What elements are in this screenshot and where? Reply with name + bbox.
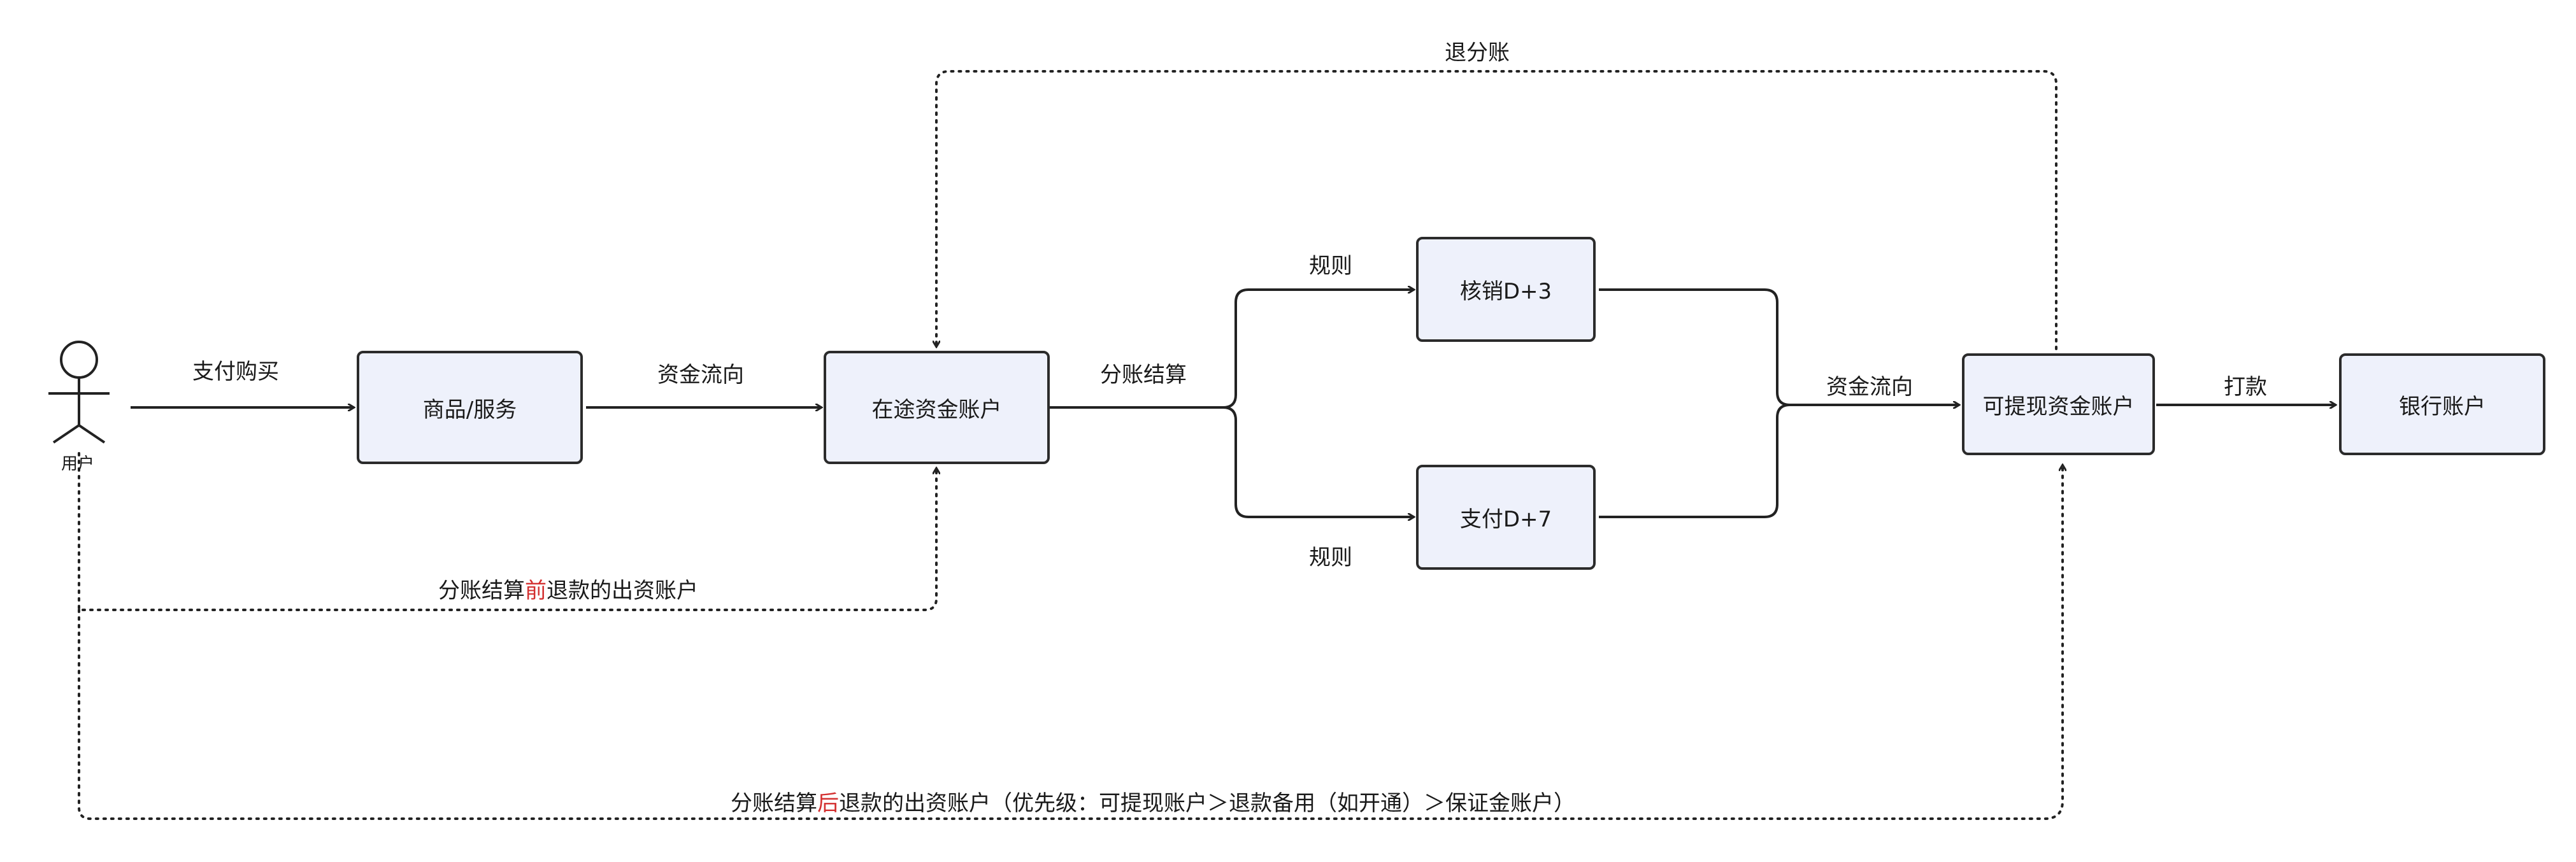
edge-merge-bottom [1599,404,1791,518]
label-rule-bottom: 规则 [1309,545,1352,570]
label-pay-buy: 支付购买 [192,359,279,385]
actor-label: 用户 [61,455,95,474]
label-refund-after-pre: 分账结算 [731,791,817,816]
label-payout: 打款 [2224,374,2267,400]
label-refund-after: 分账结算后退款的出资账户（优先级：可提现账户＞退款备用（如开通）＞保证金账户） [731,786,1575,817]
edge-refund-before [78,452,936,611]
label-refund-before-post: 退款的出资账户 [547,578,698,604]
label-flow1: 资金流向 [657,362,744,388]
label-refund-after-post: 退款的出资账户（优先级：可提现账户＞退款备用（如开通）＞保证金账户） [839,791,1575,816]
label-rule-top: 规则 [1309,253,1352,279]
label-refund-before-highlight: 前 [525,578,547,604]
label-flow2: 资金流向 [1826,374,1913,400]
node-pay[interactable]: 支付D+7 [1416,465,1596,570]
edge-split-top [1222,290,1414,409]
edge-refund-split [936,70,2057,350]
node-bank-account[interactable]: 银行账户 [2339,353,2545,455]
node-transit-account[interactable]: 在途资金账户 [824,351,1050,464]
user-actor-icon [48,341,110,444]
node-withdrawable-account[interactable]: 可提现资金账户 [1962,353,2155,455]
label-refund-before: 分账结算前退款的出资账户 [438,573,698,604]
edge-split-bottom [1222,406,1414,517]
label-refund-split: 退分账 [1445,40,1510,66]
edge-refund-after [78,463,2063,820]
node-goods[interactable]: 商品/服务 [357,351,583,464]
label-refund-after-highlight: 后 [817,791,839,816]
node-verify[interactable]: 核销D+3 [1416,237,1596,342]
label-split: 分账结算 [1100,362,1187,388]
edge-merge-top [1599,288,1791,406]
label-refund-before-pre: 分账结算 [438,578,525,604]
